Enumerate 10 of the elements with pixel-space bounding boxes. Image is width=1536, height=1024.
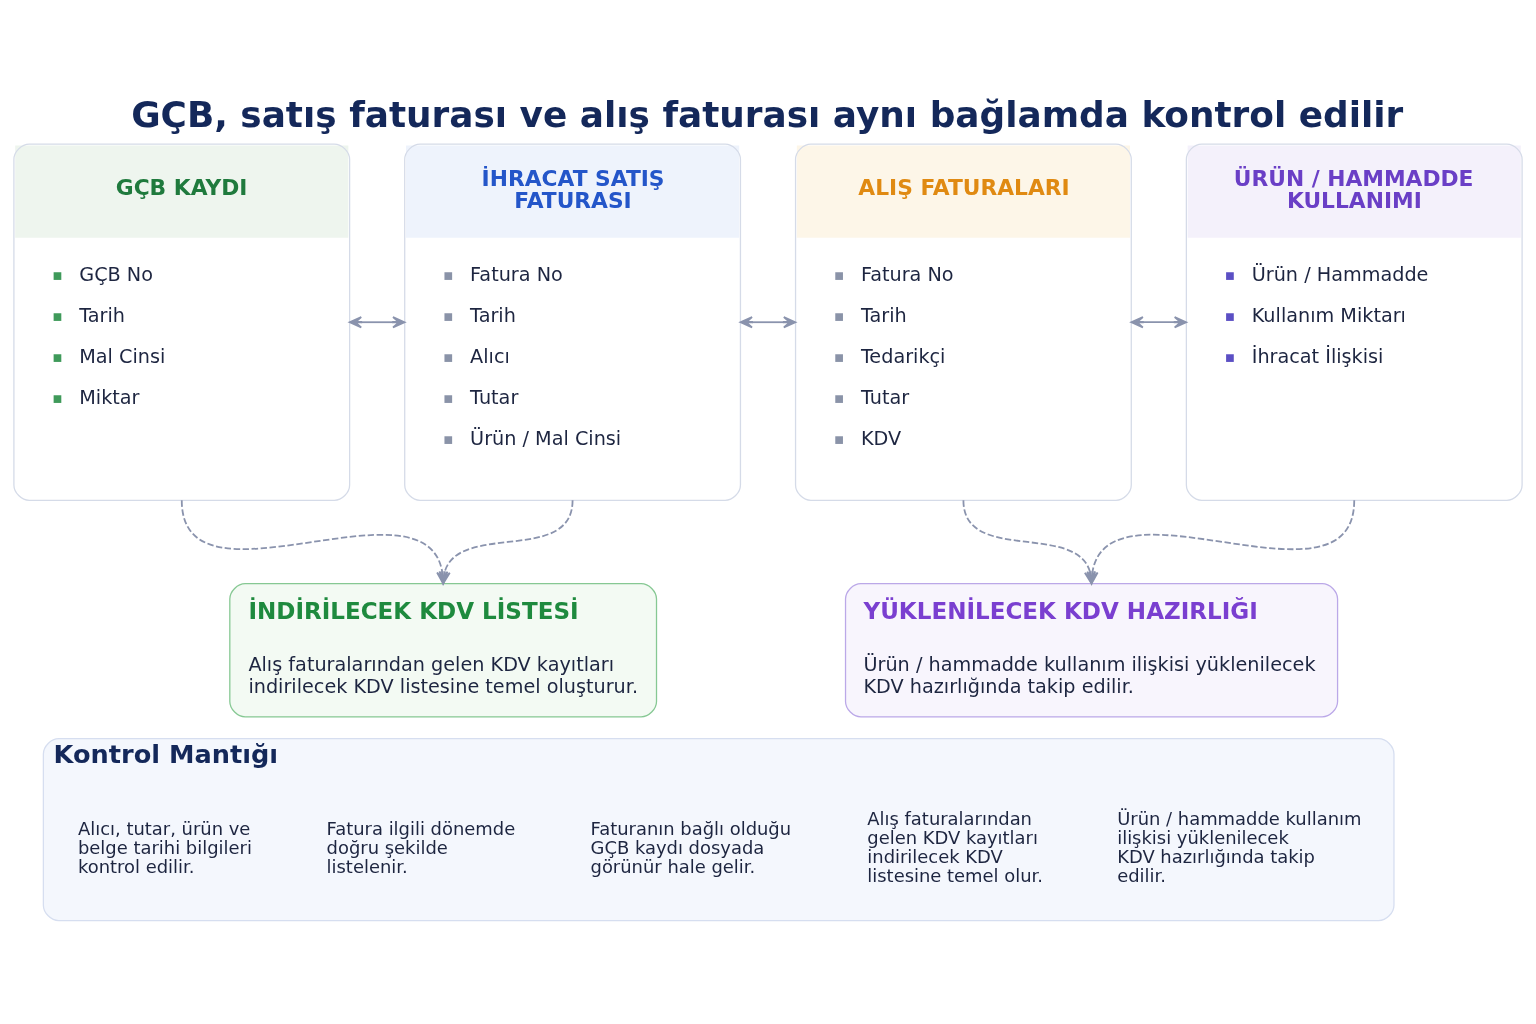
arrow	[1086, 498, 1356, 584]
node-text: Alış faturalarından gelen KDV kayıtları indirilecek KDV listesine temel olur.	[867, 807, 1043, 886]
node-text: Faturanın bağlı olduğu GÇB kaydı dosyada görünür hale gelir.	[590, 817, 792, 877]
arrow	[1130, 315, 1188, 328]
node-text: Ürün / hammadde kullanım ilişkisi yüklenilecek KDV hazırlığında takip edilir.	[1117, 807, 1362, 886]
node-text: Alıcı, tutar, ürün ve belge tarihi bilgileri kontrol edilir.	[77, 817, 252, 877]
arrow	[739, 315, 797, 328]
diagram-title: GÇB, satış faturası ve alış faturası aynı bağlamda kontrol edilir	[131, 93, 1404, 135]
arrow	[348, 315, 406, 328]
node-text: Fatura ilgili dönemde doğru şekilde listelenir.	[326, 817, 516, 877]
